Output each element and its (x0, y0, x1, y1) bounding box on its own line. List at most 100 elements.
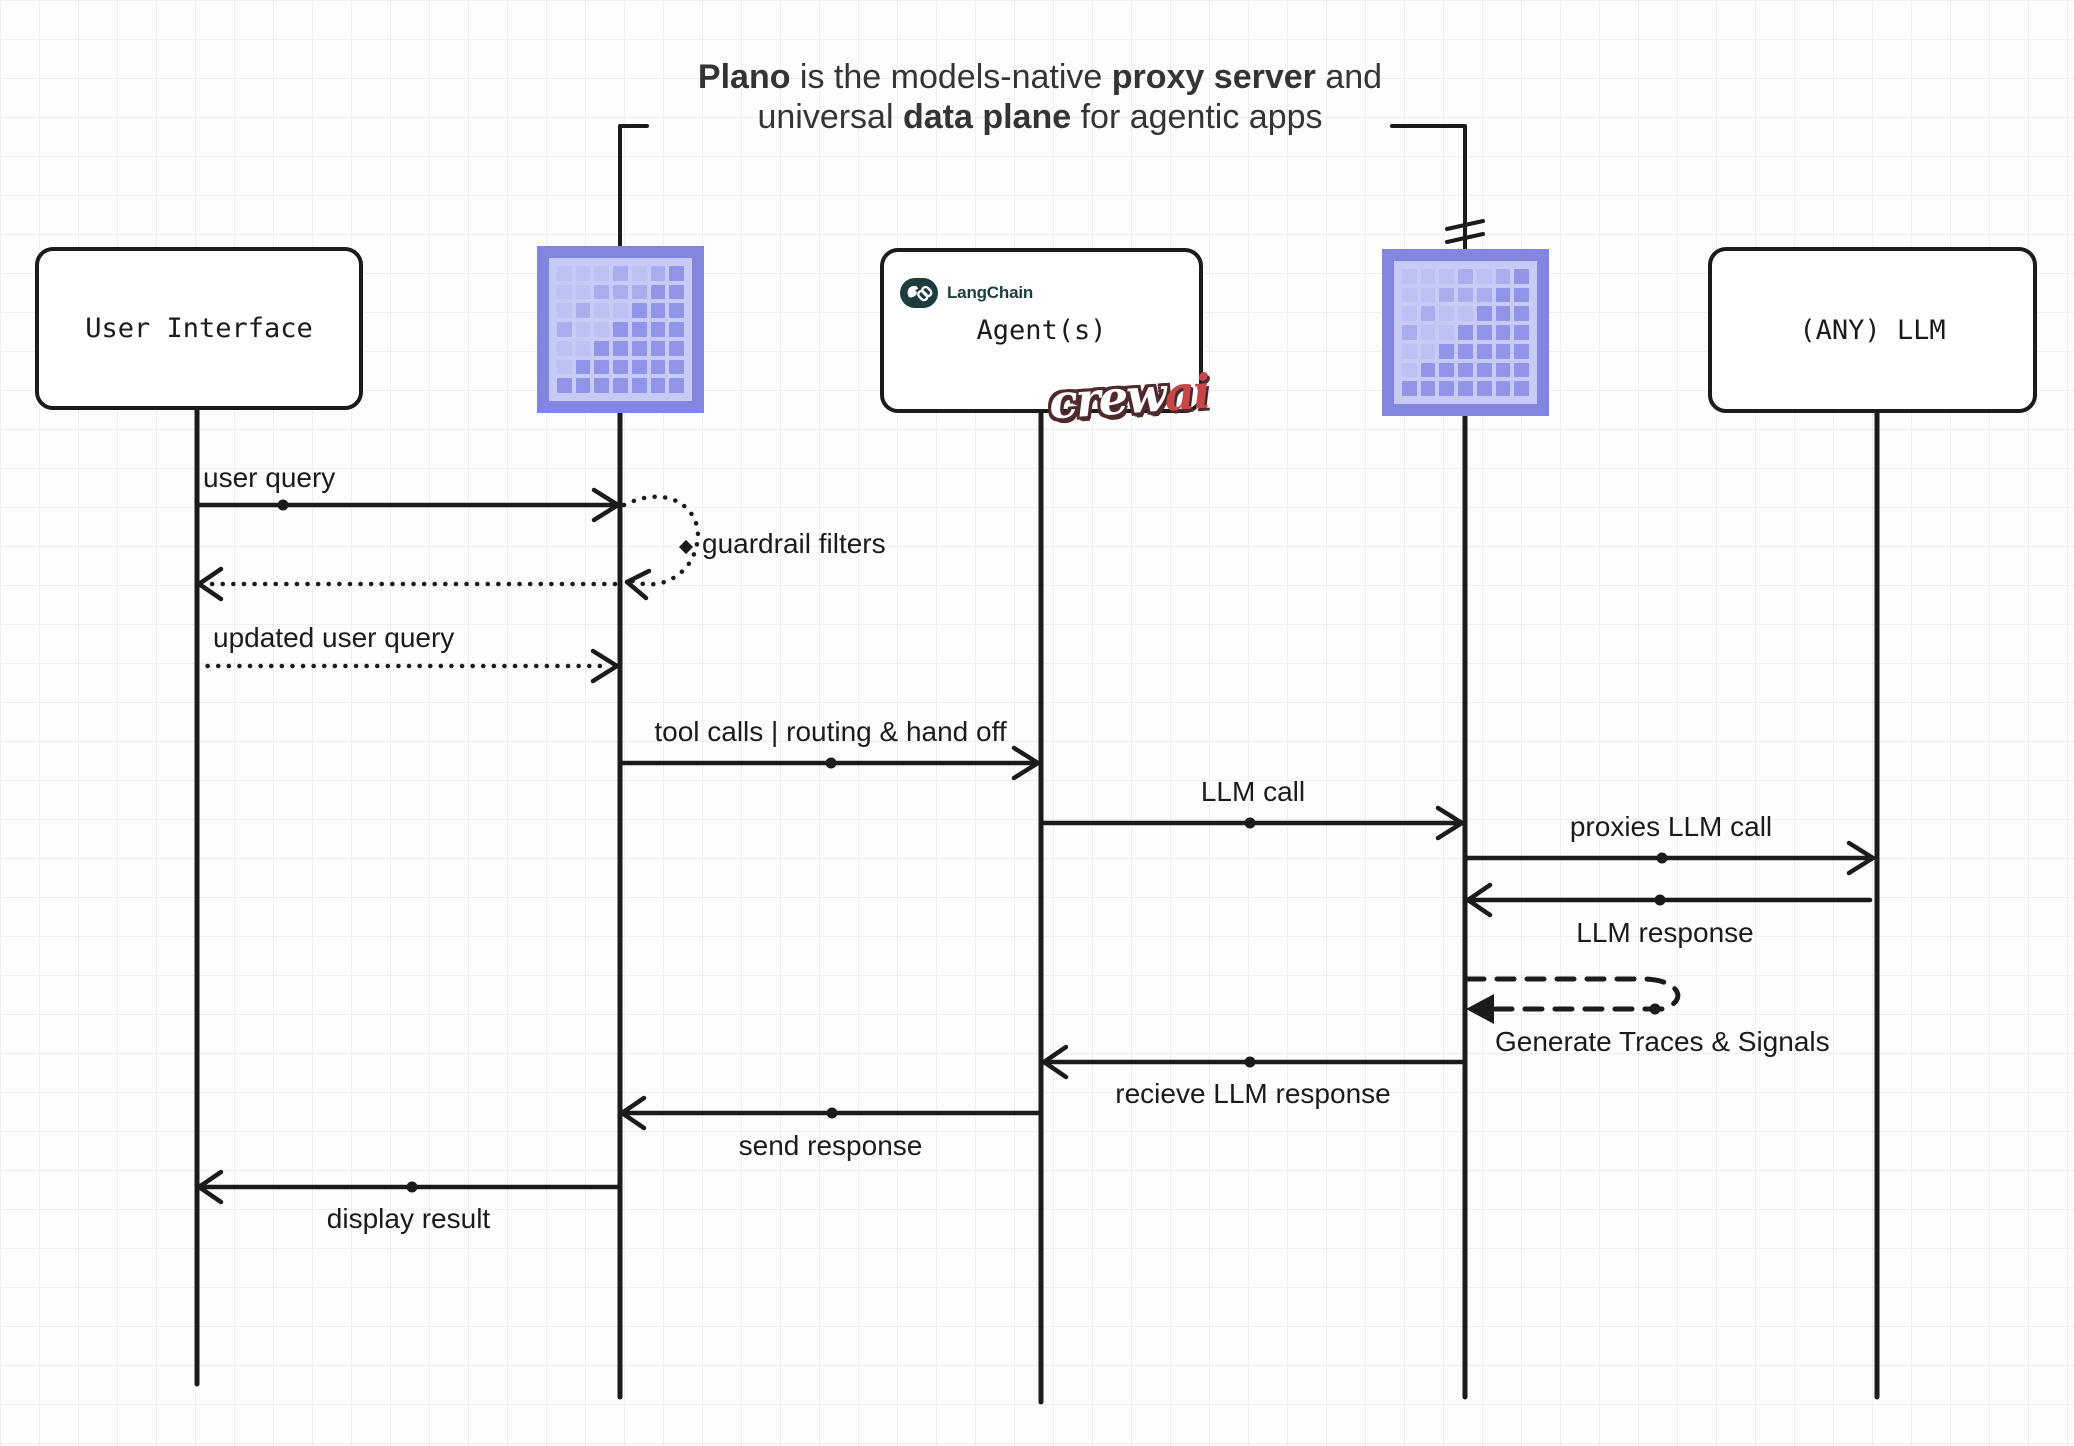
pixel-cell (557, 284, 572, 300)
pixel-cell (1458, 343, 1473, 359)
pixel-cell (631, 359, 647, 375)
pixel-cell (1476, 343, 1492, 359)
pixel-cell (1420, 269, 1436, 284)
pixel-cell (631, 266, 647, 281)
pixel-cell (1420, 325, 1436, 340)
pixel-cell (1514, 269, 1529, 284)
pixel-cell (631, 322, 647, 337)
pixel-cell (613, 322, 628, 337)
pixel-cell (631, 303, 647, 319)
crewai-logo: crewai (1047, 364, 1211, 430)
label-recieve-llm-response: recieve LLM response (1115, 1078, 1391, 1109)
pixel-cell (650, 284, 666, 300)
label-generate-traces: Generate Traces & Signals (1495, 1026, 1830, 1057)
pixel-cell (1439, 287, 1455, 303)
label-user-query: user query (203, 462, 336, 493)
pixel-cell (631, 284, 647, 300)
pixel-cell (1476, 269, 1492, 284)
pixel-cell (650, 266, 666, 281)
pixel-cell (613, 340, 628, 356)
pixel-cell (1495, 343, 1511, 359)
pixel-cell (1439, 325, 1455, 340)
pixel-cell (557, 266, 572, 281)
pixel-cell (575, 322, 591, 337)
pixel-cell (1439, 381, 1455, 396)
label-tool-calls: tool calls | routing & hand off (654, 716, 1007, 747)
langchain-icon (900, 278, 938, 308)
pixel-cell (650, 322, 666, 337)
pixel-cell (669, 284, 684, 300)
pixel-cell (1458, 325, 1473, 340)
pixel-cell (650, 378, 666, 393)
title-bracket-right (1390, 124, 1467, 251)
pixel-cell (1402, 362, 1417, 378)
pixel-cell (1476, 325, 1492, 340)
pixel-cell (1514, 381, 1529, 396)
pixel-cell (669, 340, 684, 356)
pixel-cell (1402, 306, 1417, 322)
crewai-logo-ai: ai (1162, 364, 1211, 423)
pixel-cell (1514, 325, 1529, 340)
pixel-cell (669, 359, 684, 375)
arrow-anchor-dots (277, 499, 1668, 1193)
pixel-cell (1476, 362, 1492, 378)
pixel-cell (575, 359, 591, 375)
parrot-chain-icon (907, 285, 933, 302)
label-send-response: send response (738, 1130, 923, 1161)
pixel-cell (557, 359, 572, 375)
label-llm-call: LLM call (1200, 776, 1306, 807)
pixel-cell (613, 266, 628, 281)
pixel-cell (575, 266, 591, 281)
plano-pixel-grid (1394, 261, 1537, 404)
loop-guardrail-filters (621, 494, 701, 587)
label-llm-response: LLM response (1576, 917, 1754, 948)
lifeline-break-ticks (1445, 219, 1485, 244)
pixel-cell (1420, 381, 1436, 396)
pixel-cell (557, 303, 572, 319)
pixel-cell (1458, 362, 1473, 378)
actor-any-llm-label: (ANY) LLM (1799, 314, 1946, 346)
arrowhead-llm-response (1465, 882, 1493, 918)
pixel-cell (575, 303, 591, 319)
pixel-cell (1402, 381, 1417, 396)
pixel-cell (594, 284, 610, 300)
title-line-1: Plano is the models-native proxy server … (697, 58, 1383, 96)
pixel-cell (1495, 381, 1511, 396)
pixel-cell (1495, 287, 1511, 303)
pixel-cell (669, 303, 684, 319)
pixel-cell (1458, 306, 1473, 322)
plano-pixel-grid (549, 258, 692, 401)
pixel-cell (1420, 343, 1436, 359)
langchain-label: LangChain (947, 283, 1034, 302)
pixel-cell (669, 378, 684, 393)
arrowhead-display-result (196, 1169, 224, 1205)
pixel-cell (1439, 362, 1455, 378)
title-line-2: universal data plane for agentic apps (757, 98, 1323, 136)
pixel-cell (1495, 306, 1511, 322)
pixel-cell (631, 378, 647, 393)
label-display-result: display result (326, 1203, 491, 1234)
pixel-cell (575, 284, 591, 300)
diagram-title: Plano is the models-native proxy server … (540, 57, 1540, 137)
pixel-cell (557, 378, 572, 393)
actor-user-interface-label: User Interface (85, 313, 313, 344)
pixel-cell (594, 303, 610, 319)
pixel-cell (631, 340, 647, 356)
label-guardrail-filters: guardrail filters (702, 528, 886, 559)
pixel-cell (650, 303, 666, 319)
pixel-cell (613, 303, 628, 319)
arrowhead-llm-call (1435, 805, 1465, 841)
title-bracket-left (618, 124, 649, 248)
pixel-cell (1420, 362, 1436, 378)
pixel-cell (1439, 269, 1455, 284)
loop-generate-traces (1464, 976, 1681, 1012)
arrowhead-recieve-llm-response (1041, 1044, 1069, 1080)
pixel-cell (1476, 306, 1492, 322)
pixel-cell (1476, 381, 1492, 396)
pixel-cell (1514, 287, 1529, 303)
arrowhead-user-query (591, 487, 621, 523)
pixel-cell (575, 378, 591, 393)
pixel-cell (594, 359, 610, 375)
pixel-cell (669, 322, 684, 337)
